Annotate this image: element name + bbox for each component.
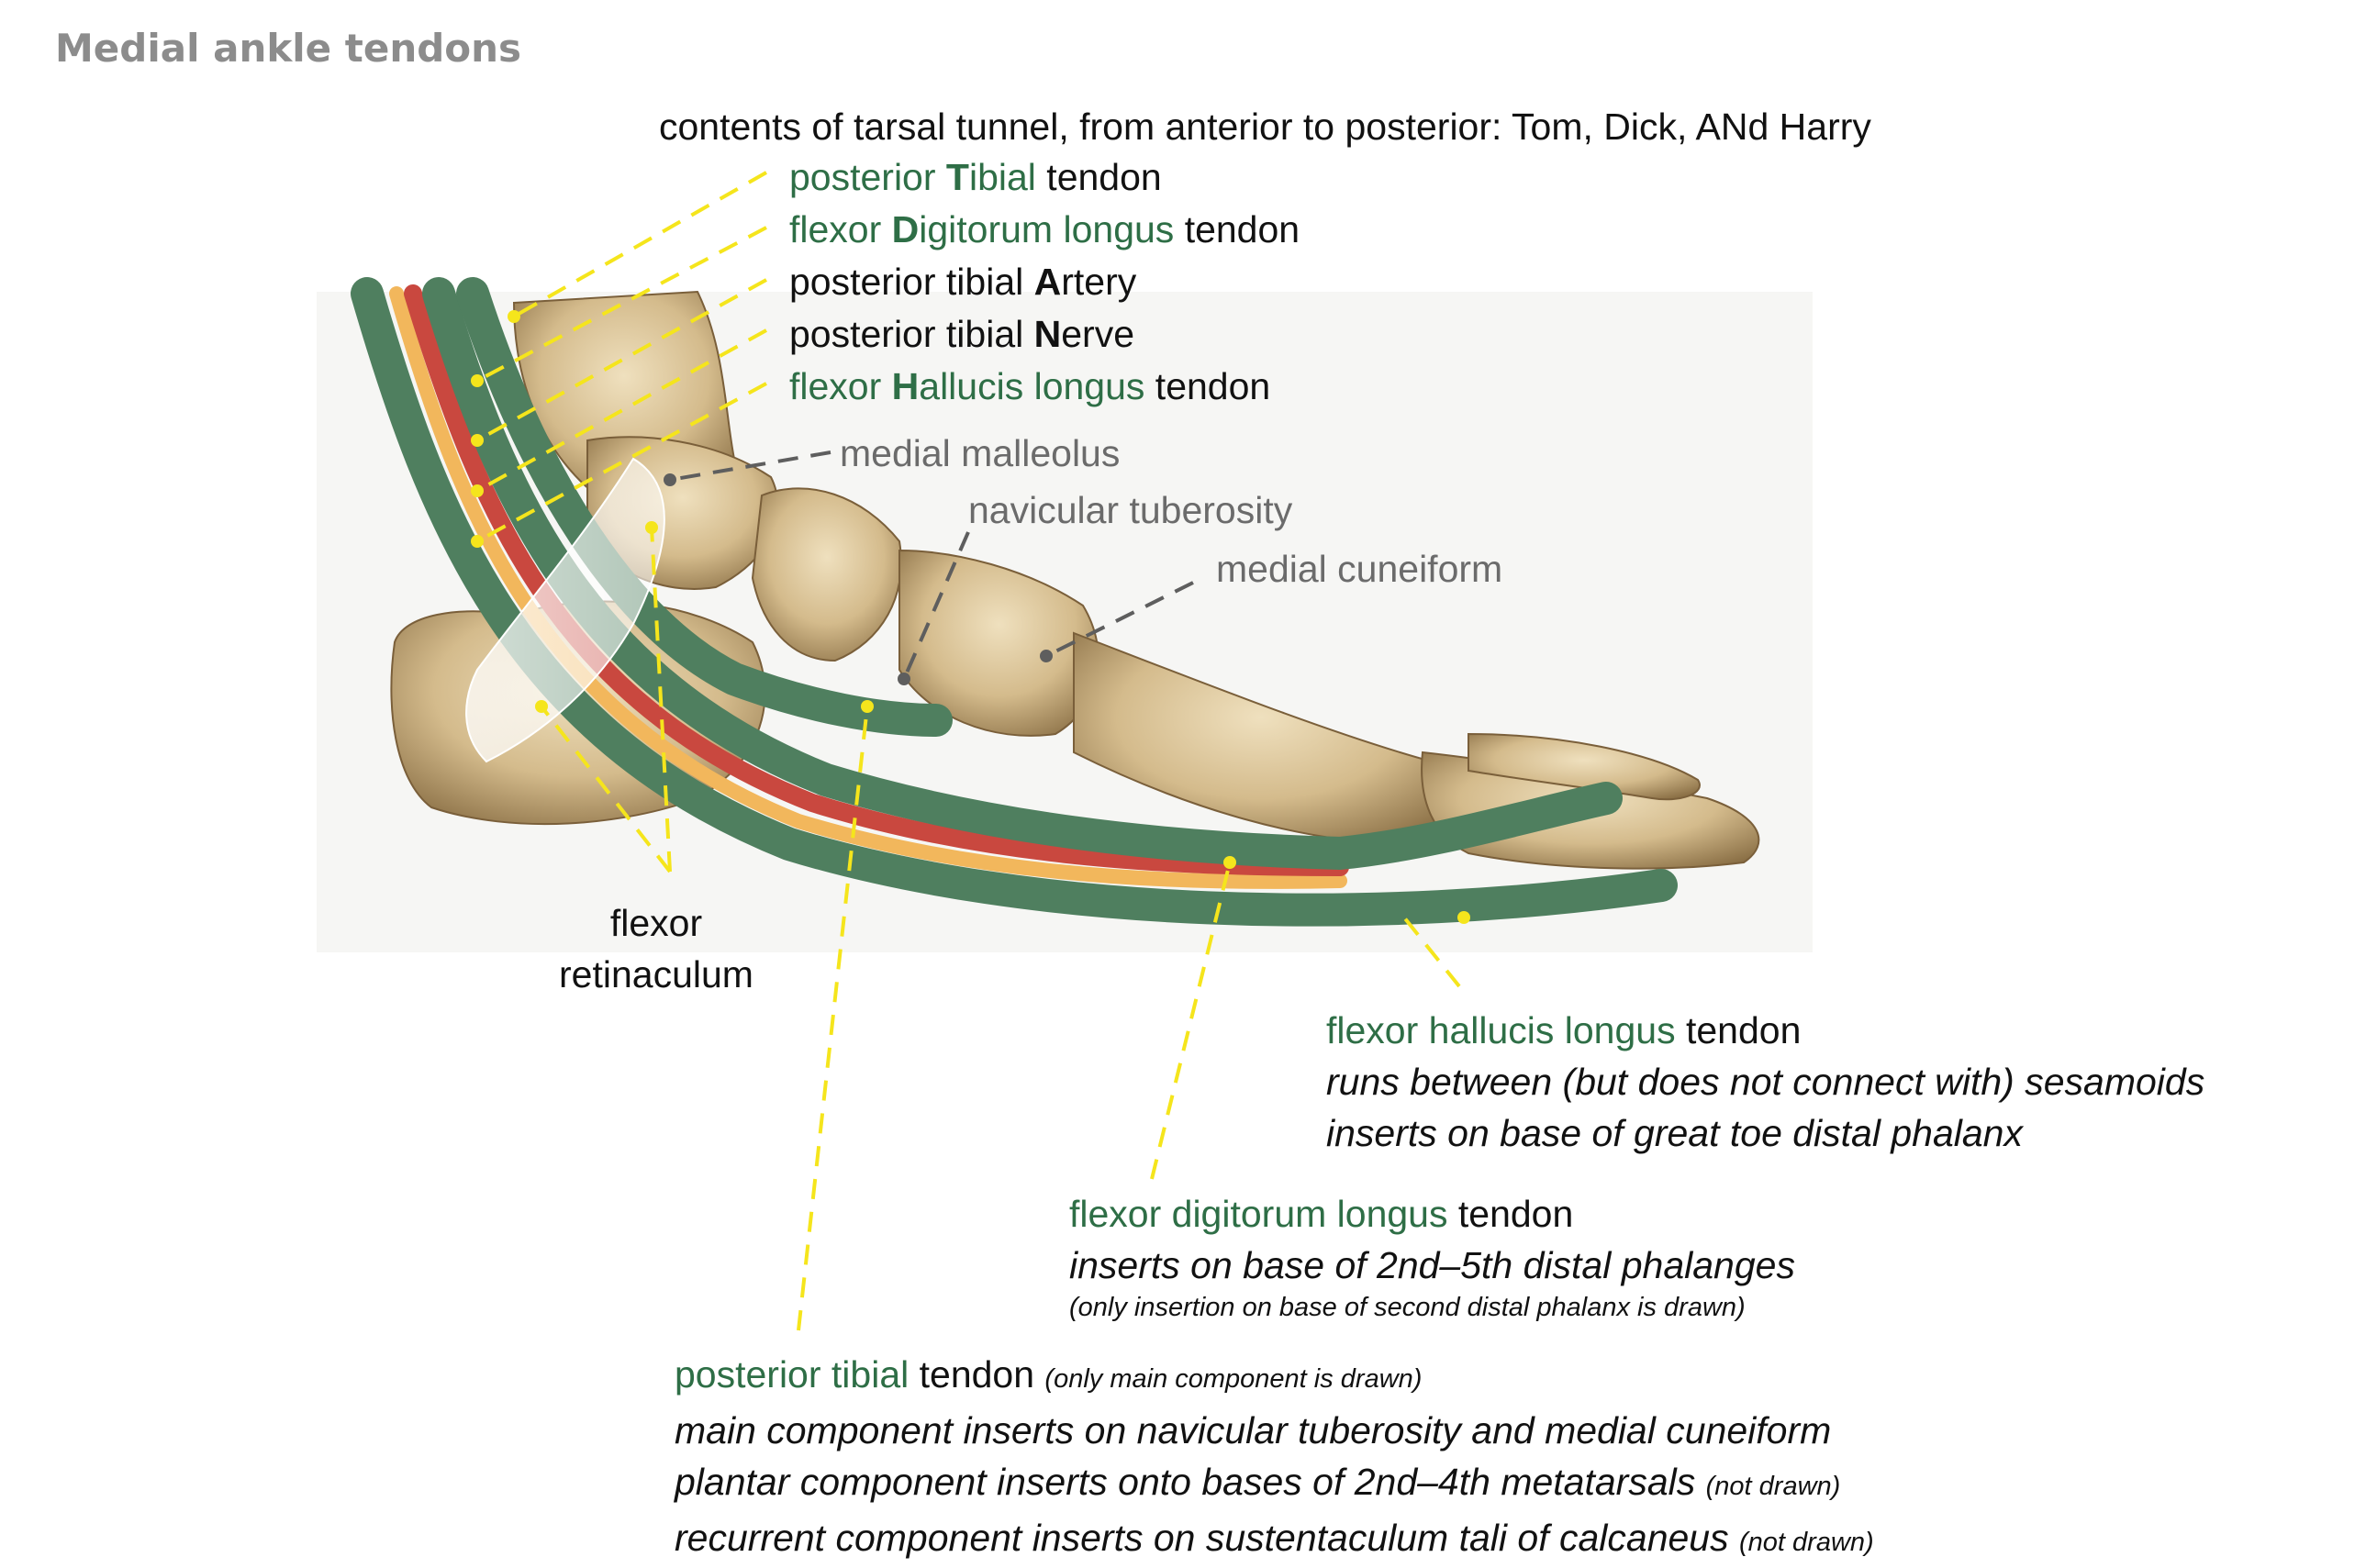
posterior-tibial-nerve: [389, 286, 1347, 889]
flexor-retinaculum-label: flexor retinaculum: [546, 897, 766, 1000]
posterior-tibial-artery: [404, 284, 1349, 876]
flexor-hallucis-longus-tendon: [351, 277, 1678, 927]
flexor-retinaculum-band: [465, 457, 665, 763]
medial-cuneiform-label: medial cuneiform: [1216, 548, 1503, 590]
tunnel-item-nerve: posterior tibial Nerve: [789, 313, 1134, 355]
gray-leader-dots: [664, 473, 1053, 685]
tunnel-item-flexor-digitorum: flexor Digitorum longus tendon: [789, 208, 1300, 250]
fdl-line1: inserts on base of 2nd–5th distal phalan…: [1069, 1244, 1795, 1286]
fdl-heading: flexor digitorum longus tendon: [1069, 1193, 1574, 1235]
fhl-description: flexor hallucis longus tendon runs betwe…: [1326, 1005, 2204, 1159]
lateral-toe-bones: [1468, 732, 1701, 801]
yellow-leader-dots: [471, 310, 1470, 924]
fhl-line2: inserts on base of great toe distal phal…: [1326, 1112, 2023, 1154]
posterior-tibial-tendon: [456, 277, 953, 737]
tarsal-tunnel-structures: [351, 277, 1678, 927]
tunnel-item-posterior-tibial: posterior Tibial tendon: [789, 156, 1162, 198]
pt-line1: main component inserts on navicular tube…: [675, 1409, 1832, 1451]
tunnel-item-name: posterior Tibial: [789, 156, 1036, 198]
medial-malleolus-label: medial malleolus: [840, 432, 1121, 474]
navicular-bone: [751, 487, 902, 662]
tunnel-item-artery: posterior tibial Artery: [789, 261, 1137, 303]
pt-description: posterior tibial tendon (only main compo…: [675, 1349, 1874, 1568]
flexor-digitorum-longus-tendon: [422, 277, 1623, 871]
fdl-note: (only insertion on base of second distal…: [1069, 1293, 1746, 1322]
retinaculum-line2: retinaculum: [559, 953, 753, 995]
navicular-tuberosity-label: navicular tuberosity: [968, 489, 1293, 531]
fhl-line1: runs between (but does not connect with)…: [1326, 1061, 2205, 1103]
tarsal-tunnel-header: contents of tarsal tunnel, from anterior…: [659, 106, 1871, 148]
gray-leaders: [669, 450, 1194, 680]
pt-heading: posterior tibial tendon (only main compo…: [675, 1353, 1423, 1396]
fhl-heading: flexor hallucis longus tendon: [1326, 1009, 1802, 1051]
pt-line3: recurrent component inserts on sustentac…: [675, 1517, 1874, 1559]
tunnel-item-name: flexor Digitorum longus: [789, 208, 1175, 250]
tunnel-item-name: flexor Hallucis longus: [789, 365, 1145, 407]
page-title: Medial ankle tendons: [55, 26, 522, 71]
fdl-description: flexor digitorum longus tendon inserts o…: [1069, 1188, 1795, 1324]
tunnel-item-flexor-hallucis: flexor Hallucis longus tendon: [789, 365, 1271, 407]
yellow-leaders: [476, 171, 1461, 1331]
retinaculum-line1: flexor: [609, 902, 703, 944]
pt-line2: plantar component inserts onto bases of …: [675, 1461, 1841, 1503]
